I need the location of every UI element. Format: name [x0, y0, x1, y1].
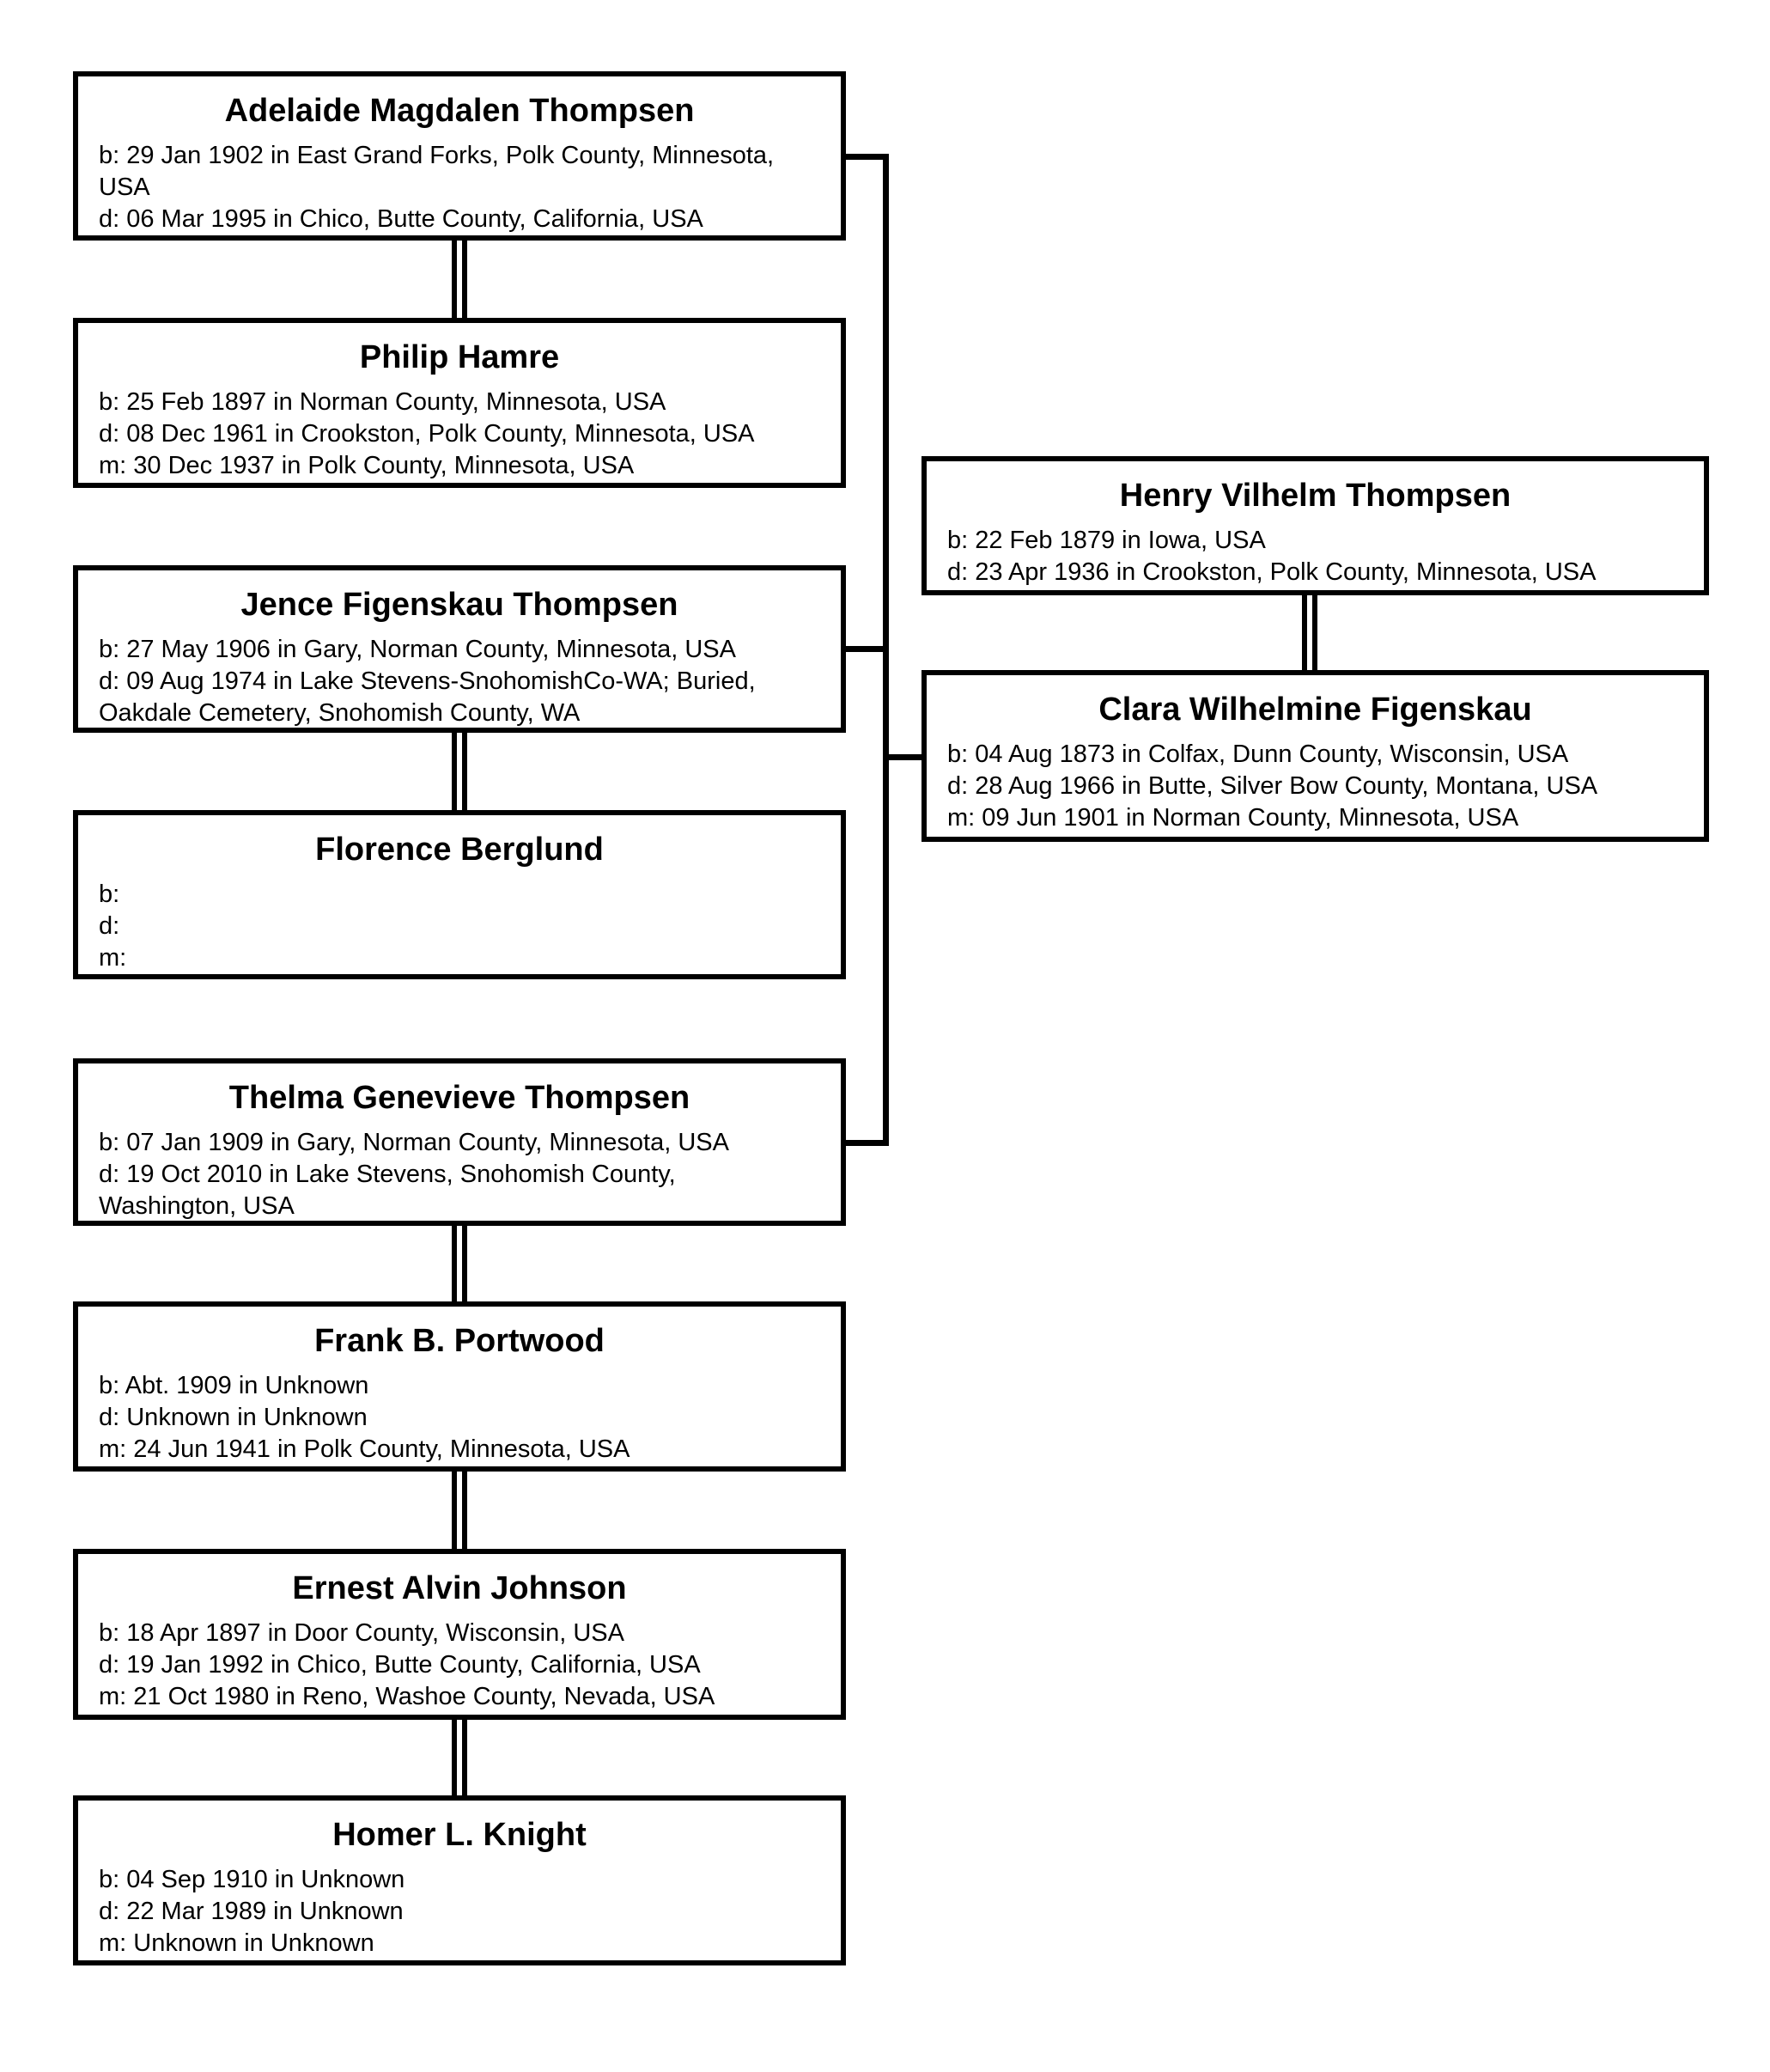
marriage-line: m: 24 Jun 1941 in Polk County, Minnesota…	[99, 1435, 630, 1463]
marriage-line: m: 09 Jun 1901 in Norman County, Minneso…	[947, 804, 1519, 832]
person-box-thelma-genevieve-thompsen[interactable]: Thelma Genevieve Thompsen b: 07 Jan 1909…	[73, 1058, 846, 1226]
marriage-line-jence-florence	[452, 731, 467, 812]
death-line: d: 28 Aug 1966 in Butte, Silver Bow Coun…	[947, 772, 1598, 800]
person-box-homer-l-knight[interactable]: Homer L. Knight b: 04 Sep 1910 in Unknow…	[73, 1795, 846, 1965]
birth-line: b: 18 Apr 1897 in Door County, Wisconsin…	[99, 1619, 624, 1647]
birth-line: b: 22 Feb 1879 in Iowa, USA	[947, 527, 1266, 554]
person-name: Jence Figenskau Thompsen	[240, 587, 678, 623]
connector-rail-to-parents	[885, 754, 926, 760]
birth-line: b: 07 Jan 1909 in Gary, Norman County, M…	[99, 1129, 729, 1156]
death-line: d: 23 Apr 1936 in Crookston, Polk County…	[947, 558, 1597, 586]
marriage-line-adelaide-philip	[452, 239, 467, 320]
person-details: b: 29 Jan 1902 in East Grand Forks, Polk…	[99, 140, 817, 235]
death-line: d: Unknown in Unknown	[99, 1404, 368, 1431]
person-details: b: d: m:	[99, 879, 817, 974]
person-box-adelaide-magdalen-thompsen[interactable]: Adelaide Magdalen Thompsen b: 29 Jan 190…	[73, 71, 846, 241]
person-name: Florence Berglund	[315, 832, 604, 868]
marriage-line: m: 30 Dec 1937 in Polk County, Minnesota…	[99, 452, 635, 479]
person-box-frank-b-portwood[interactable]: Frank B. Portwood b: Abt. 1909 in Unknow…	[73, 1301, 846, 1472]
birth-line: b: 29 Jan 1902 in East Grand Forks, Polk…	[99, 142, 775, 201]
marriage-line-frank-ernest	[452, 1470, 467, 1551]
marriage-line-thelma-frank	[452, 1224, 467, 1303]
marriage-line: m: Unknown in Unknown	[99, 1929, 374, 1957]
person-details: b: 18 Apr 1897 in Door County, Wisconsin…	[99, 1618, 817, 1713]
person-details: b: 07 Jan 1909 in Gary, Norman County, M…	[99, 1127, 817, 1222]
person-name: Frank B. Portwood	[314, 1323, 605, 1359]
person-box-henry-vilhelm-thompsen[interactable]: Henry Vilhelm Thompsen b: 22 Feb 1879 in…	[921, 456, 1709, 595]
marriage-line: m: 21 Oct 1980 in Reno, Washoe County, N…	[99, 1683, 715, 1710]
birth-line: b:	[99, 881, 120, 908]
connector-adelaide-to-rail	[844, 154, 889, 160]
person-name: Henry Vilhelm Thompsen	[1119, 478, 1511, 514]
death-line: d:	[99, 912, 120, 940]
death-line: d: 22 Mar 1989 in Unknown	[99, 1898, 404, 1925]
birth-line: b: 04 Aug 1873 in Colfax, Dunn County, W…	[947, 740, 1569, 768]
person-name: Thelma Genevieve Thompsen	[228, 1080, 690, 1116]
death-line: d: 08 Dec 1961 in Crookston, Polk County…	[99, 420, 755, 448]
marriage-line: m:	[99, 944, 127, 972]
person-box-jence-figenskau-thompsen[interactable]: Jence Figenskau Thompsen b: 27 May 1906 …	[73, 565, 846, 733]
connector-jence-to-rail	[844, 646, 889, 652]
death-line: d: 19 Oct 2010 in Lake Stevens, Snohomis…	[99, 1161, 676, 1220]
person-details: b: 04 Sep 1910 in Unknown d: 22 Mar 1989…	[99, 1864, 817, 1959]
person-details: b: Abt. 1909 in Unknown d: Unknown in Un…	[99, 1370, 817, 1466]
person-box-philip-hamre[interactable]: Philip Hamre b: 25 Feb 1897 in Norman Co…	[73, 318, 846, 488]
person-box-clara-wilhelmine-figenskau[interactable]: Clara Wilhelmine Figenskau b: 04 Aug 187…	[921, 670, 1709, 842]
death-line: d: 09 Aug 1974 in Lake Stevens-Snohomish…	[99, 667, 756, 727]
person-details: b: 04 Aug 1873 in Colfax, Dunn County, W…	[947, 739, 1680, 834]
death-line: d: 06 Mar 1995 in Chico, Butte County, C…	[99, 205, 703, 233]
person-name: Ernest Alvin Johnson	[292, 1570, 627, 1606]
death-line: d: 19 Jan 1992 in Chico, Butte County, C…	[99, 1651, 701, 1679]
person-box-florence-berglund[interactable]: Florence Berglund b: d: m:	[73, 810, 846, 979]
person-name: Homer L. Knight	[332, 1817, 587, 1853]
person-details: b: 25 Feb 1897 in Norman County, Minneso…	[99, 387, 817, 482]
person-details: b: 22 Feb 1879 in Iowa, USA d: 23 Apr 19…	[947, 525, 1680, 588]
person-name: Clara Wilhelmine Figenskau	[1098, 692, 1532, 728]
birth-line: b: 27 May 1906 in Gary, Norman County, M…	[99, 636, 736, 663]
birth-line: b: 04 Sep 1910 in Unknown	[99, 1866, 405, 1893]
person-box-ernest-alvin-johnson[interactable]: Ernest Alvin Johnson b: 18 Apr 1897 in D…	[73, 1549, 846, 1720]
person-details: b: 27 May 1906 in Gary, Norman County, M…	[99, 634, 817, 729]
connector-thelma-to-rail	[844, 1140, 889, 1146]
marriage-line-ernest-homer	[452, 1718, 467, 1797]
birth-line: b: Abt. 1909 in Unknown	[99, 1372, 369, 1399]
person-name: Philip Hamre	[359, 339, 560, 375]
person-name: Adelaide Magdalen Thompsen	[224, 93, 695, 129]
marriage-line-henry-clara	[1302, 594, 1317, 672]
birth-line: b: 25 Feb 1897 in Norman County, Minneso…	[99, 388, 666, 416]
